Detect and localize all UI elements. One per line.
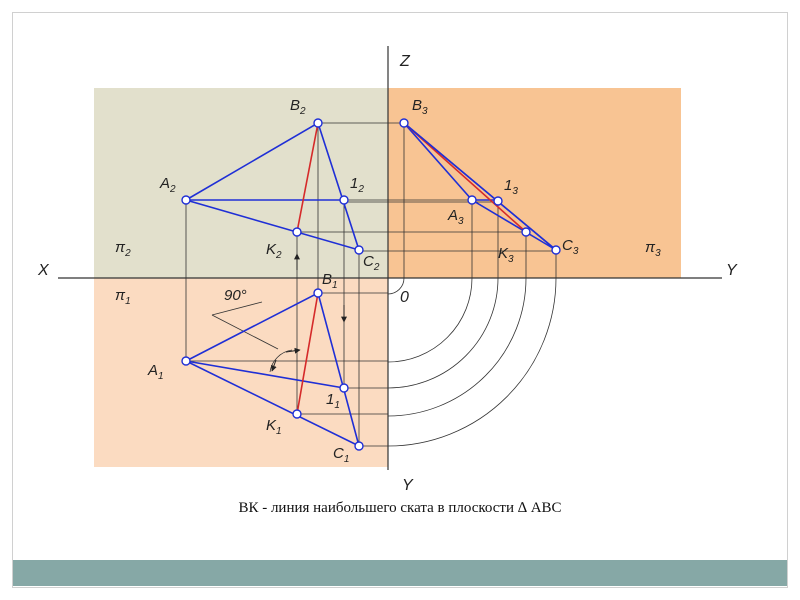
point-b2 (313, 118, 323, 128)
point-k2 (292, 227, 302, 237)
point-c2 (354, 245, 364, 255)
angle-arc (269, 349, 293, 373)
label-k2: K2 (266, 241, 282, 261)
label-11: 11 (326, 391, 340, 411)
triangle-projections (183, 121, 557, 448)
plane-label-pi1: π1 (115, 287, 131, 307)
steepest-slope-line-side (403, 122, 527, 233)
steepest-slope-line-front (296, 122, 319, 233)
label-c3: C3 (562, 237, 579, 257)
points (181, 118, 561, 451)
label-b2: B2 (290, 97, 306, 117)
plane-pi3-area (388, 88, 681, 278)
caption: ВК - линия наибольшего ската в плоскости… (238, 500, 562, 516)
arc-k (387, 277, 527, 417)
axis-label-z: Z (399, 53, 411, 70)
axes (58, 46, 722, 470)
label-c2: C2 (363, 253, 380, 273)
label-a3: A3 (447, 207, 464, 227)
arc-b (387, 277, 405, 295)
label-a1: A1 (147, 362, 164, 382)
point-11 (339, 383, 349, 393)
angle-leader-top (211, 301, 263, 316)
arrow-angle-a (271, 359, 277, 372)
triangle-front-view (183, 121, 361, 252)
point-b1 (313, 288, 323, 298)
point-a1 (181, 356, 191, 366)
label-k1: K1 (266, 417, 282, 437)
label-c1: C1 (333, 445, 349, 465)
axis-label-y-right: Y (726, 262, 738, 279)
point-c3 (551, 245, 561, 255)
label-b1: B1 (322, 271, 338, 291)
axis-label-x: X (37, 262, 50, 279)
point-a2 (181, 195, 191, 205)
arrow-angle-b (285, 347, 301, 354)
point-k1 (292, 409, 302, 419)
steepest-slope-line-top (296, 292, 319, 415)
label-k3: K3 (498, 245, 514, 265)
label-13: 13 (504, 177, 518, 197)
angle-leader-line (211, 314, 279, 350)
angle-label: 90° (224, 287, 247, 304)
arc-a (387, 277, 473, 363)
edge-b3-c3 (403, 122, 557, 251)
plane-pi2-area (94, 88, 388, 278)
axis-label-y-bottom: Y (402, 477, 414, 494)
arc-1 (387, 277, 499, 389)
label-a2: A2 (159, 175, 176, 195)
origin-label: 0 (400, 289, 409, 306)
plane-label-pi3: π3 (645, 239, 661, 259)
arc-c (387, 277, 557, 447)
label-12: 12 (350, 175, 364, 195)
plane-label-pi2: π2 (115, 239, 131, 259)
horizontal-line-top (185, 360, 345, 389)
point-13 (493, 196, 503, 206)
footer-bar (13, 560, 787, 586)
point-c1 (354, 441, 364, 451)
direction-arrows (271, 253, 347, 372)
label-b3: B3 (412, 97, 428, 117)
point-b3 (399, 118, 409, 128)
point-k3 (521, 227, 531, 237)
triangle-top-view (184, 291, 361, 448)
point-a3 (467, 195, 477, 205)
point-12 (339, 195, 349, 205)
